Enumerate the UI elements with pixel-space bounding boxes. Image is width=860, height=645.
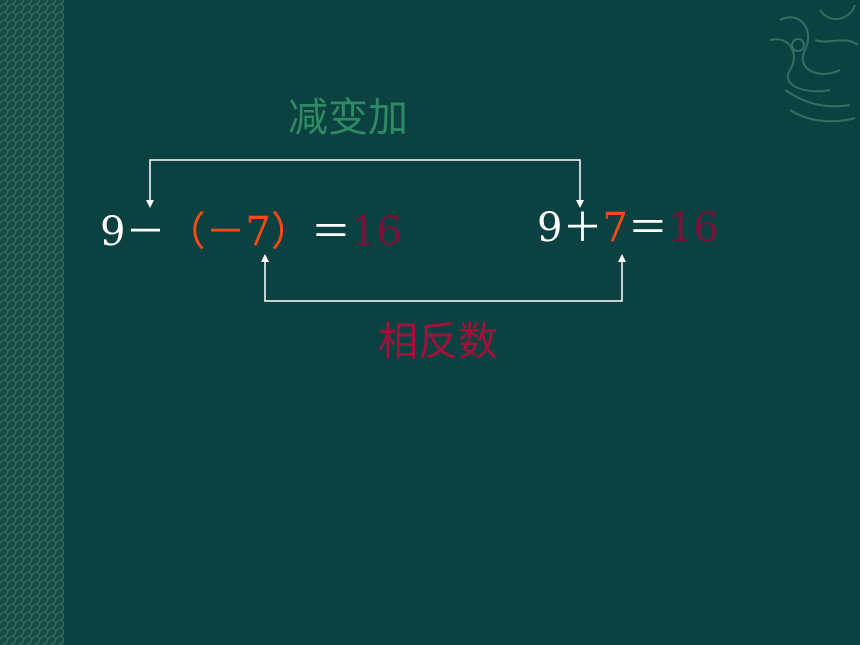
left-eq-minuend: 9 [100,209,126,255]
right-eq-addend: 9 [537,205,563,251]
right-eq-result: 16 [667,205,719,251]
top-right-arrowhead [576,200,584,208]
top-label: 减变加 [288,95,408,141]
right-eq-seven: 7 [602,205,628,251]
left-equation: 9－（－7）＝16 [100,212,402,252]
slide-canvas [64,0,860,645]
top-left-arrowhead [146,200,154,208]
bottom-label: 相反数 [378,319,498,365]
right-eq-plus: ＋ [562,205,603,251]
left-eq-result: 16 [350,209,402,255]
phoenix-ornament-icon [769,4,859,123]
left-eq-negative-seven: （－7） [165,209,311,255]
right-eq-equals: ＝ [627,205,668,251]
bottom-bracket-arrow [264,262,623,302]
right-equation: 9＋7＝16 [537,208,719,248]
decorative-side-strip [0,0,64,645]
top-bracket-arrow [149,159,581,200]
bottom-left-arrowhead [261,254,269,262]
left-eq-minus: － [125,209,166,255]
bottom-right-arrowhead [618,254,626,262]
left-eq-equals: ＝ [310,209,351,255]
